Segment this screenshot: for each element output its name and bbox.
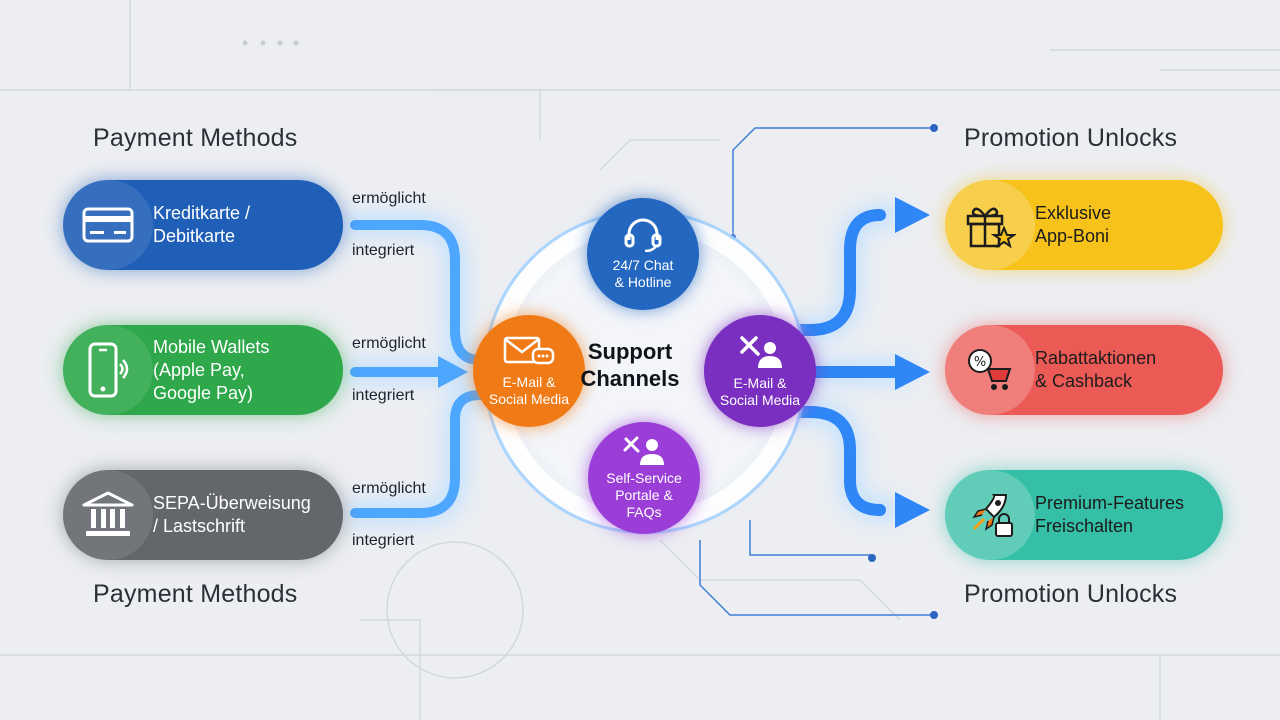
promotion-label: Premium-Features Freischalten	[1035, 493, 1185, 536]
svg-text:%: %	[974, 355, 986, 370]
payment-sepa-pill[interactable]: SEPA-Überweisung / Lastschrift	[63, 470, 343, 560]
promotion-premium-pill[interactable]: Premium-Features Freischalten	[945, 470, 1223, 560]
promotion-cashback-pill[interactable]: % Rabattaktionen & Cashback	[945, 325, 1223, 415]
promotion-label: Rabattaktionen & Cashback	[1035, 348, 1157, 391]
payment-label: SEPA-Überweisung / Lastschrift	[153, 493, 311, 536]
payment-mobile-wallets-pill[interactable]: Mobile Wallets (Apple Pay, Google Pay)	[63, 325, 343, 415]
support-node-chat-hotline[interactable]: 24/7 Chat & Hotline	[587, 198, 699, 310]
support-node-label: Self-Service Portale & FAQs	[606, 470, 682, 520]
payment-label: Kreditkarte / Debitkarte	[153, 203, 251, 246]
connector-label-enables: ermöglicht	[352, 335, 426, 352]
support-channels-title: Support Channels	[580, 339, 680, 391]
support-node-label: 24/7 Chat & Hotline	[612, 256, 674, 290]
connector-label-enables: ermöglicht	[352, 190, 426, 207]
promotion-unlocks-heading-bottom: Promotion Unlocks	[964, 580, 1178, 608]
promotion-app-boni-pill[interactable]: Exklusive App-Boni	[945, 180, 1223, 270]
payment-kreditkarte-pill[interactable]: Kreditkarte / Debitkarte	[63, 180, 343, 270]
connector-label-integrates: integriert	[352, 242, 415, 259]
payment-label: Mobile Wallets (Apple Pay, Google Pay)	[153, 336, 270, 403]
gift-star-icon	[945, 180, 1035, 270]
email-chat-icon	[503, 335, 555, 374]
credit-card-icon	[63, 180, 153, 270]
flow-arrows	[350, 220, 485, 518]
smartphone-icon	[63, 325, 153, 415]
decor-dots	[242, 40, 299, 46]
rocket-lock-icon	[945, 470, 1035, 560]
payment-methods-heading-bottom: Payment Methods	[93, 580, 298, 608]
thin-connectors	[699, 127, 934, 616]
connector-label-integrates: integriert	[352, 387, 415, 404]
support-node-self-service[interactable]: Self-Service Portale & FAQs	[588, 422, 700, 534]
headset-icon	[623, 218, 663, 257]
support-node-email-social-left[interactable]: E-Mail & Social Media	[473, 315, 585, 427]
support-node-email-social-right[interactable]: E-Mail & Social Media	[704, 315, 816, 427]
self-service-icon	[622, 435, 666, 470]
support-node-label: E-Mail & Social Media	[488, 373, 570, 407]
support-node-label: E-Mail & Social Media	[719, 374, 801, 408]
discount-cart-icon: %	[945, 325, 1035, 415]
connector-label-integrates: integriert	[352, 532, 415, 549]
payment-methods-heading-top: Payment Methods	[93, 124, 298, 152]
tools-user-icon	[738, 334, 782, 375]
connector-label-enables: ermöglicht	[352, 480, 426, 497]
bank-icon	[63, 470, 153, 560]
promotion-unlocks-heading-top: Promotion Unlocks	[964, 124, 1178, 152]
promotion-label: Exklusive App-Boni	[1035, 203, 1112, 246]
